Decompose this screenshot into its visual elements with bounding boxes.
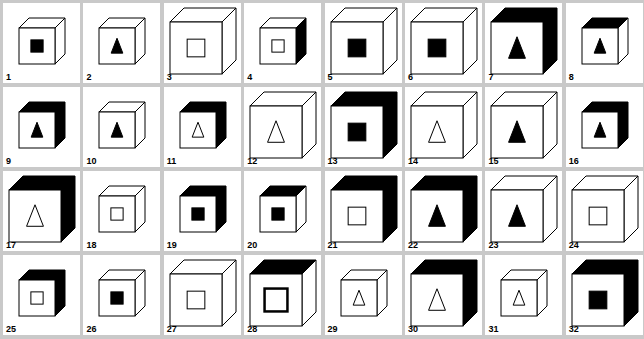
cell-number: 9	[6, 156, 11, 166]
cube-figure	[485, 3, 562, 83]
cube-cell: 1	[3, 3, 80, 83]
cube-figure	[164, 171, 241, 251]
cell-number: 29	[328, 324, 338, 334]
cell-number: 12	[247, 156, 257, 166]
cube-figure	[566, 255, 643, 335]
cell-number: 8	[569, 72, 574, 82]
cube-cell: 28	[244, 255, 321, 335]
cube-cell: 2	[83, 3, 160, 83]
cube-figure	[244, 255, 321, 335]
cube-cell: 22	[405, 171, 482, 251]
cell-number: 26	[86, 324, 96, 334]
cell-number: 17	[6, 240, 16, 250]
cube-cell: 23	[485, 171, 562, 251]
cube-cell: 15	[485, 87, 562, 167]
cell-number: 15	[488, 156, 498, 166]
cell-number: 14	[408, 156, 418, 166]
cell-number: 18	[86, 240, 96, 250]
cell-number: 1	[6, 72, 11, 82]
cube-cell: 5	[325, 3, 402, 83]
cube-figure	[485, 87, 562, 167]
cube-figure	[325, 171, 402, 251]
cell-number: 27	[167, 324, 177, 334]
cube-cell: 14	[405, 87, 482, 167]
cube-cell: 21	[325, 171, 402, 251]
cube-figure	[566, 3, 643, 83]
cell-number: 6	[408, 72, 413, 82]
cell-number: 31	[488, 324, 498, 334]
cube-figure	[405, 87, 482, 167]
cube-cell: 32	[566, 255, 643, 335]
cell-number: 20	[247, 240, 257, 250]
cube-cell: 6	[405, 3, 482, 83]
cube-figure	[244, 171, 321, 251]
cube-cell: 16	[566, 87, 643, 167]
cell-number: 13	[328, 156, 338, 166]
cell-number: 2	[86, 72, 91, 82]
cube-cell: 7	[485, 3, 562, 83]
cube-figure	[83, 255, 160, 335]
cube-figure	[325, 255, 402, 335]
cube-figure	[566, 87, 643, 167]
cube-figure	[325, 87, 402, 167]
cube-figure	[405, 3, 482, 83]
cube-cell: 13	[325, 87, 402, 167]
cube-cell: 12	[244, 87, 321, 167]
cube-cell: 30	[405, 255, 482, 335]
cell-number: 30	[408, 324, 418, 334]
cell-number: 4	[247, 72, 252, 82]
cell-number: 28	[247, 324, 257, 334]
cube-figure	[405, 255, 482, 335]
cube-figure	[325, 3, 402, 83]
cube-figure	[3, 255, 80, 335]
cell-number: 21	[328, 240, 338, 250]
cube-cell: 4	[244, 3, 321, 83]
cell-number: 3	[167, 72, 172, 82]
cube-figure	[164, 87, 241, 167]
cell-number: 23	[488, 240, 498, 250]
cube-cell: 27	[164, 255, 241, 335]
cube-figure	[566, 171, 643, 251]
cell-number: 5	[328, 72, 333, 82]
cube-cell: 11	[164, 87, 241, 167]
cube-cell: 25	[3, 255, 80, 335]
cube-figure	[3, 3, 80, 83]
cell-number: 16	[569, 156, 579, 166]
cell-number: 25	[6, 324, 16, 334]
cube-cell: 19	[164, 171, 241, 251]
cube-figure	[83, 87, 160, 167]
cube-figure	[485, 171, 562, 251]
cube-cell: 8	[566, 3, 643, 83]
cube-figure	[83, 171, 160, 251]
cell-number: 7	[488, 72, 493, 82]
cell-number: 32	[569, 324, 579, 334]
cube-cell: 9	[3, 87, 80, 167]
cube-cell: 10	[83, 87, 160, 167]
cube-figure	[485, 255, 562, 335]
cube-figure	[164, 255, 241, 335]
cell-number: 10	[86, 156, 96, 166]
cell-number: 19	[167, 240, 177, 250]
cube-cell: 26	[83, 255, 160, 335]
cube-cell: 20	[244, 171, 321, 251]
cube-figure	[3, 171, 80, 251]
cube-figure	[405, 171, 482, 251]
cube-cell: 31	[485, 255, 562, 335]
cube-figure	[83, 3, 160, 83]
cube-cell: 17	[3, 171, 80, 251]
cube-cell: 3	[164, 3, 241, 83]
cube-figure	[3, 87, 80, 167]
cube-cell: 18	[83, 171, 160, 251]
cube-cell: 29	[325, 255, 402, 335]
cell-number: 11	[167, 156, 177, 166]
cube-figure	[164, 3, 241, 83]
cube-figure	[244, 87, 321, 167]
cube-cell: 24	[566, 171, 643, 251]
cell-number: 24	[569, 240, 579, 250]
cell-number: 22	[408, 240, 418, 250]
cube-figure	[244, 3, 321, 83]
